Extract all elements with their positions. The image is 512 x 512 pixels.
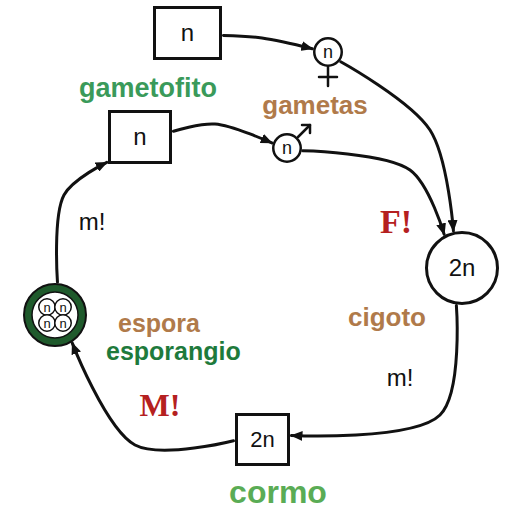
cycle-arrow: [173, 124, 271, 143]
generation-box: n: [108, 110, 172, 164]
ploidy-label: n: [59, 301, 66, 314]
ploidy-label: 2n: [449, 256, 476, 280]
cell-circle: n: [38, 298, 56, 316]
ploidy-label: n: [59, 317, 66, 330]
generation-box: 2n: [235, 413, 290, 466]
sporangium-outline: [23, 283, 87, 347]
cycle-arrow: [223, 35, 312, 48]
ploidy-label: n: [181, 21, 194, 45]
cell-circle: n: [54, 314, 72, 332]
cycle-label: cormo: [229, 476, 327, 508]
cycle-arrow: [57, 162, 107, 282]
structure-label: espora: [118, 311, 200, 336]
cell-circle: n: [313, 37, 343, 67]
ploidy-label: n: [43, 301, 50, 314]
cycle-label: F!: [380, 205, 412, 239]
cycle-label: m!: [79, 210, 106, 234]
ploidy-label: n: [133, 125, 146, 149]
male-symbol: [298, 125, 310, 137]
ploidy-label: n: [323, 43, 333, 61]
cycle-label: cigoto: [348, 304, 426, 330]
cycle-label: gametofito: [79, 75, 217, 102]
cycle-label: gametas: [262, 92, 368, 118]
sporangium-ring: esporaesporangionnnn: [23, 283, 87, 347]
female-symbol: [319, 67, 337, 86]
cell-circle: 2n: [425, 231, 499, 305]
cycle-arrow: [303, 151, 444, 235]
ploidy-label: n: [282, 139, 292, 157]
cell-circle: n: [272, 133, 302, 163]
generation-box: n: [153, 6, 222, 60]
cycle-label: M!: [140, 389, 181, 421]
cell-circle: n: [38, 314, 56, 332]
cell-circle: n: [54, 298, 72, 316]
structure-label: esporangio: [106, 339, 241, 364]
ploidy-label: 2n: [250, 429, 274, 451]
ploidy-label: n: [43, 317, 50, 330]
cycle-label: m!: [387, 366, 414, 390]
